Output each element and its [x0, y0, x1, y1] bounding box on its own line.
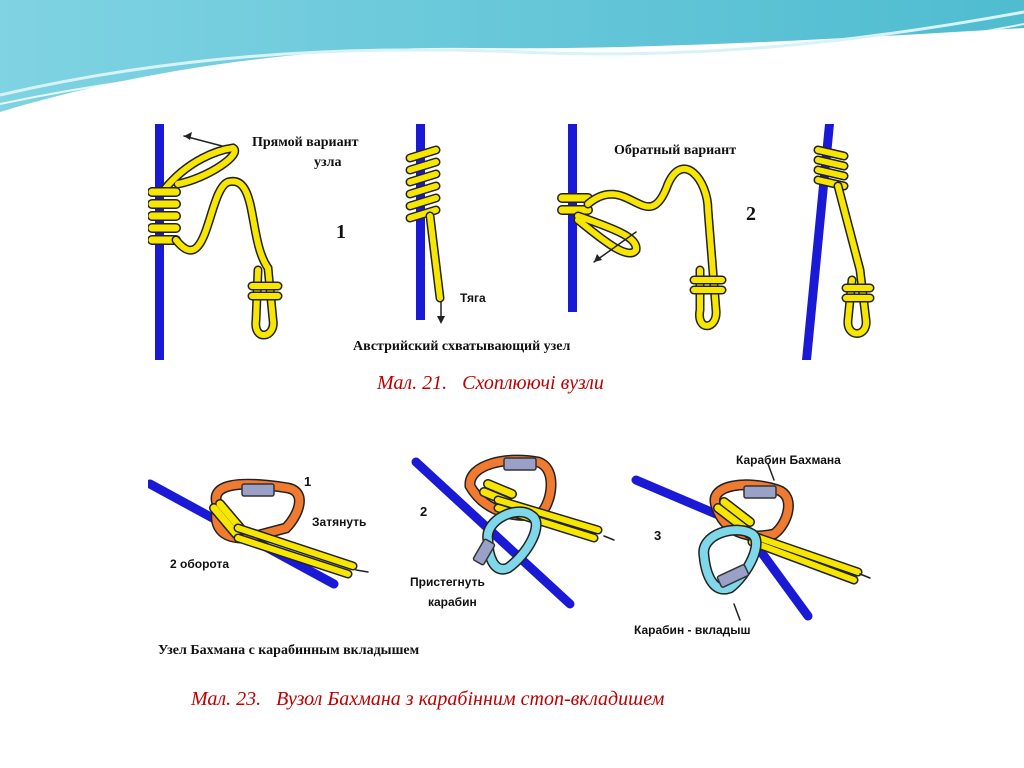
caption-figure-21: Мал. 21. Схоплюючі вузли	[377, 372, 604, 394]
step1-diagram	[148, 478, 369, 589]
tighten-label: Затянуть	[312, 515, 366, 529]
bachmann-carabiner-label: Карабин Бахмана	[736, 453, 841, 467]
reverse-variant-knot	[557, 164, 727, 331]
clip-label-2: карабин	[428, 595, 477, 609]
step-number-2: 2	[420, 504, 427, 519]
bachmann-knot-figure: 1 Затянуть 2 оборота 2 Пристегнуть караб…	[148, 444, 882, 666]
pull-label: Тяга	[460, 291, 486, 305]
step-number-3: 3	[654, 528, 661, 543]
step2-diagram	[411, 454, 615, 609]
direct-variant-label-1: Прямой вариант	[252, 135, 359, 150]
clip-label-1: Пристегнуть	[410, 575, 485, 589]
carabiner-insert-label: Карабин - вкладыш	[634, 623, 751, 637]
final-knot	[813, 145, 875, 338]
figure2-title: Узел Бахмана с карабинным вкладышем	[158, 643, 420, 658]
step3-diagram	[631, 463, 871, 621]
support-rope-2	[416, 124, 425, 320]
figure1-title: Австрийский схватывающий узел	[353, 339, 571, 354]
variant-number-1: 1	[336, 221, 346, 243]
step-number-1: 1	[304, 474, 311, 489]
two-turns-label: 2 оборота	[170, 557, 229, 571]
support-rope-3	[568, 124, 577, 312]
variant-number-2: 2	[746, 203, 756, 225]
header-wave-decoration	[0, 0, 1024, 112]
direct-variant-label-2: узла	[314, 155, 341, 170]
direct-variant-knot	[148, 132, 283, 340]
prusik-knots-figure: Прямой вариант узла 1 Тяга	[148, 120, 882, 364]
tightened-knot	[405, 145, 445, 324]
caption-figure-23: Мал. 23. Вузол Бахмана з карабінним стоп…	[191, 688, 665, 710]
reverse-variant-label: Обратный вариант	[614, 143, 736, 158]
